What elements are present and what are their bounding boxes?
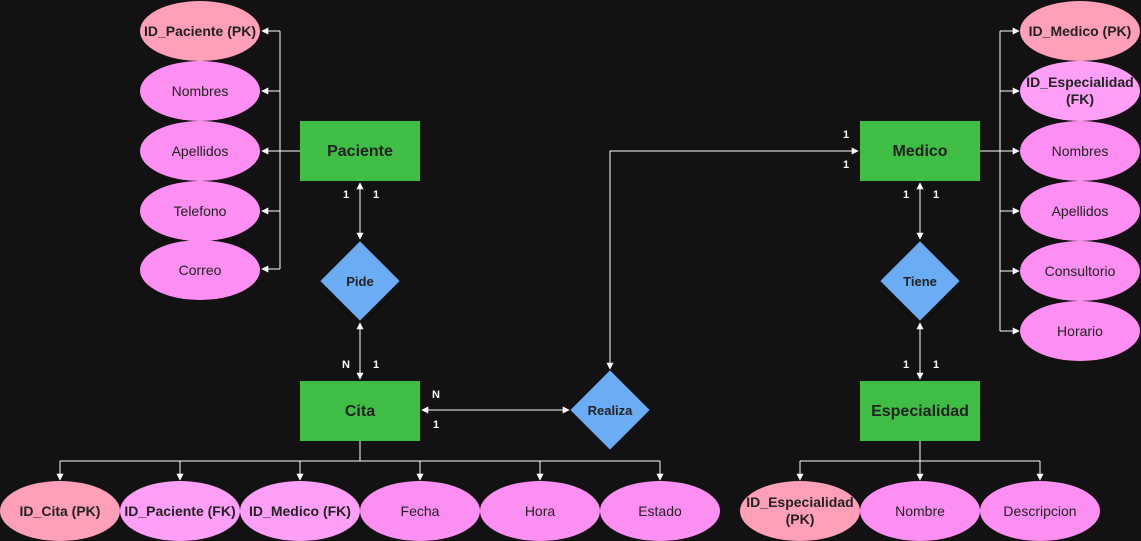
card-medico-tiene-right: 1 [933, 189, 940, 201]
attr-medico-apellidos[interactable]: Apellidos [1020, 181, 1140, 241]
attr-medico-nombres[interactable]: Nombres [1020, 121, 1140, 181]
connector-cita-attrs [60, 441, 660, 462]
card-pide-cita-right: 1 [373, 359, 380, 371]
connector-especialidad-attrs [800, 441, 1040, 462]
attr-paciente-nombres[interactable]: Nombres [140, 61, 260, 121]
card-cita-realiza-top: N [432, 389, 440, 401]
card-medico-tiene-left: 1 [903, 189, 910, 201]
attr-cita-id-paciente[interactable]: ID_Paciente (FK) [120, 481, 240, 541]
entity-paciente[interactable]: Paciente [300, 121, 420, 181]
entity-cita[interactable]: Cita [300, 381, 420, 441]
attr-paciente-apellidos[interactable]: Apellidos [140, 121, 260, 181]
attr-cita-id-medico[interactable]: ID_Medico (FK) [240, 481, 360, 541]
connector-paciente-attrs [279, 31, 300, 152]
attr-especialidad-id[interactable]: ID_Especialidad (PK) [740, 481, 860, 541]
attr-cita-fecha[interactable]: Fecha [360, 481, 480, 541]
card-tiene-especialidad-left: 1 [903, 359, 910, 371]
connector-medico-attrs [980, 31, 1001, 152]
card-cita-realiza-bottom: 1 [433, 419, 440, 431]
relationship-tiene[interactable]: Tiene [903, 273, 937, 289]
attr-medico-id-especialidad[interactable]: ID_Especialidad (FK) [1020, 61, 1140, 121]
card-tiene-especialidad-right: 1 [933, 359, 940, 371]
card-paciente-pide-right: 1 [373, 189, 380, 201]
attr-medico-horario[interactable]: Horario [1020, 301, 1140, 361]
attr-especialidad-nombre[interactable]: Nombre [860, 481, 980, 541]
connector-realiza-medico [606, 147, 859, 370]
attr-paciente-telefono[interactable]: Telefono [140, 181, 260, 241]
attr-medico-id[interactable]: ID_Medico (PK) [1020, 1, 1140, 61]
attr-cita-estado[interactable]: Estado [600, 481, 720, 541]
card-pide-cita-left: N [342, 359, 350, 371]
attr-paciente-correo[interactable]: Correo [140, 240, 260, 300]
relationship-realiza[interactable]: Realiza [587, 402, 633, 418]
attr-medico-consultorio[interactable]: Consultorio [1020, 241, 1140, 301]
card-medico-realiza-top: 1 [843, 129, 850, 141]
attr-especialidad-descripcion[interactable]: Descripcion [980, 481, 1100, 541]
card-medico-realiza-bottom: 1 [843, 159, 850, 171]
entity-medico[interactable]: Medico [860, 121, 980, 181]
attr-cita-id[interactable]: ID_Cita (PK) [0, 481, 120, 541]
relationship-pide[interactable]: Pide [346, 273, 374, 289]
attr-cita-hora[interactable]: Hora [480, 481, 600, 541]
entity-especialidad[interactable]: Especialidad [860, 381, 980, 441]
attr-paciente-id[interactable]: ID_Paciente (PK) [140, 1, 260, 61]
card-paciente-pide-left: 1 [343, 189, 350, 201]
